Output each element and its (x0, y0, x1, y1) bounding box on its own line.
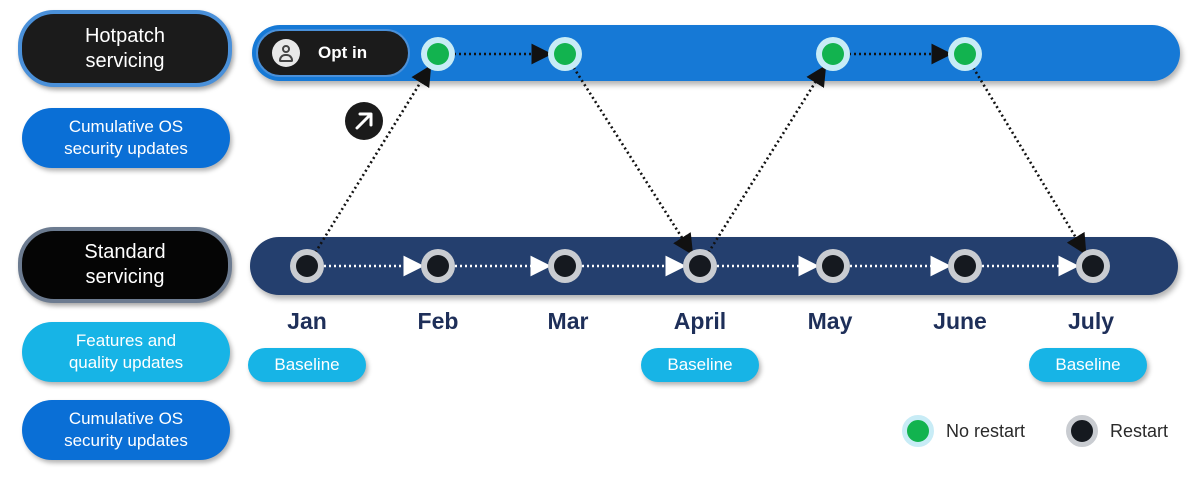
person-icon (272, 39, 300, 67)
standard-node-mar (554, 255, 576, 277)
legend-restart-label: Restart (1110, 420, 1169, 441)
features-quality-updates-text: Features and quality updates (68, 331, 184, 372)
legend-restart: Restart (1066, 415, 1168, 447)
month-july: July (1067, 308, 1115, 334)
connector-june-july (972, 67, 1087, 256)
hotpatch-node-may (822, 43, 844, 65)
baseline-badge-jan: Baseline (248, 348, 366, 382)
legend-no-restart: No restart (902, 415, 1025, 447)
standard-node-april (689, 255, 711, 277)
opt-in-button[interactable]: Opt in (256, 29, 410, 77)
features-quality-updates-label: Features and quality updates (22, 322, 230, 382)
restart-swatch (1066, 415, 1098, 447)
baseline-badge-july: Baseline (1029, 348, 1147, 382)
standard-servicing-label: Standard servicing (18, 227, 232, 303)
month-mar: Mar (547, 308, 589, 334)
standard-node-june (954, 255, 976, 277)
hotpatch-node-june (954, 43, 976, 65)
month-june: June (933, 308, 987, 334)
standard-cumulative-updates-text: Cumulative OS security updates (64, 409, 188, 450)
connector-april-may (707, 64, 827, 254)
connector-jan-feb (314, 64, 432, 254)
standard-node-feb (427, 255, 449, 277)
connector-mar-april (572, 66, 694, 256)
month-april: April (673, 308, 727, 334)
legend-no-restart-label: No restart (946, 420, 1026, 441)
baseline-badge-april: Baseline (641, 348, 759, 382)
hotpatch-node-mar (554, 43, 576, 65)
standard-servicing-text: Standard servicing (84, 241, 166, 288)
standard-cumulative-updates-label: Cumulative OS security updates (22, 400, 230, 460)
month-jan: Jan (287, 308, 327, 334)
hotpatch-cumulative-updates-label: Cumulative OS security updates (22, 108, 230, 168)
hotpatch-cumulative-updates-text: Cumulative OS security updates (64, 117, 188, 158)
standard-node-july (1082, 255, 1104, 277)
standard-node-jan (296, 255, 318, 277)
opt-in-label: Opt in (318, 43, 368, 62)
arrow-up-right-icon (345, 102, 383, 140)
hotpatch-servicing-label: Hotpatch servicing (18, 10, 232, 87)
month-may: May (807, 308, 853, 334)
month-feb: Feb (417, 308, 459, 334)
standard-node-may (822, 255, 844, 277)
hotpatch-node-feb (427, 43, 449, 65)
hotpatch-servicing-text: Hotpatch servicing (84, 24, 166, 72)
no-restart-swatch (902, 415, 934, 447)
